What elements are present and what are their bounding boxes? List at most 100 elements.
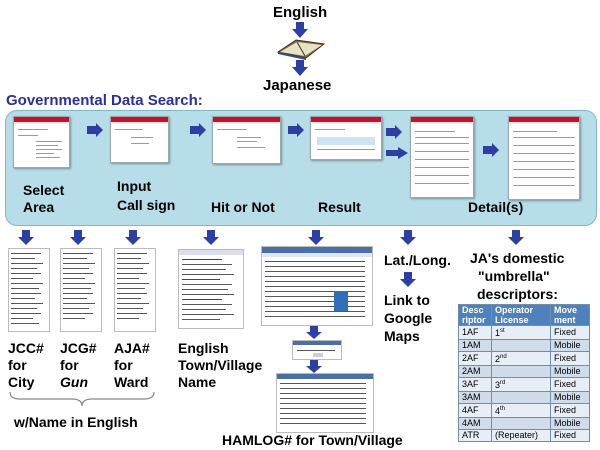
jcc-line1: JCC# bbox=[8, 340, 44, 356]
table-cell-lic: 4th bbox=[491, 403, 551, 418]
table-cell-code: 3AM bbox=[458, 391, 492, 404]
town-village-list-image bbox=[178, 249, 244, 329]
step-select-area-line1: Select bbox=[23, 182, 65, 198]
down-arrow-jcc bbox=[18, 230, 34, 245]
table-row: 4AM Mobile bbox=[458, 417, 590, 430]
table-cell-move: Mobile bbox=[550, 339, 590, 352]
hamlog-dialog-image bbox=[292, 340, 342, 360]
jcc-line2: for bbox=[8, 357, 27, 373]
town-line3: Name bbox=[178, 374, 217, 390]
table-cell-lic bbox=[491, 365, 551, 378]
umbrella-line2: "umbrella" bbox=[478, 268, 550, 284]
down-arrow-jcg bbox=[70, 230, 86, 245]
aja-list-image bbox=[114, 248, 156, 332]
jcg-line3: Gun bbox=[60, 374, 88, 390]
down-arrow-hamlog-3 bbox=[306, 360, 322, 373]
step-select-area-line2: Area bbox=[23, 199, 55, 215]
japanese-label: Japanese bbox=[263, 77, 332, 94]
right-arrow-4 bbox=[386, 125, 402, 139]
table-cell-move: Fixed bbox=[550, 351, 590, 366]
table-row: 3AM Mobile bbox=[458, 391, 590, 404]
hamlog-label: HAMLOG# for Town/Village bbox=[222, 432, 403, 448]
detail-screenshot-2 bbox=[508, 116, 580, 200]
table-cell-lic: 3rd bbox=[491, 377, 551, 392]
down-arrow-hamlog bbox=[308, 230, 324, 245]
right-arrow-2 bbox=[190, 123, 206, 137]
down-arrow-maps bbox=[400, 272, 416, 287]
down-arrow-umbrella bbox=[508, 230, 524, 245]
result-screenshot bbox=[310, 116, 382, 160]
step-input-call-line1: Input bbox=[117, 178, 152, 194]
down-arrow-latlong bbox=[400, 230, 416, 245]
step-details: Detail(s) bbox=[468, 199, 524, 215]
table-cell-move: Fixed bbox=[550, 377, 590, 392]
table-cell-move: Fixed bbox=[550, 429, 590, 442]
table-cell-code: 1AM bbox=[458, 339, 492, 352]
hamlog-result-image bbox=[276, 373, 374, 433]
umbrella-line1: JA's domestic bbox=[470, 250, 565, 266]
down-arrow-2 bbox=[292, 60, 308, 76]
jcc-line3: City bbox=[8, 374, 35, 390]
right-arrow-1 bbox=[87, 123, 103, 137]
table-row: ATR(Repeater)Fixed bbox=[458, 429, 590, 442]
table-row: 1AM Mobile bbox=[458, 339, 590, 352]
table-cell-code: ATR bbox=[458, 429, 492, 442]
table-cell-code: 4AF bbox=[458, 403, 492, 418]
table-cell-lic bbox=[491, 339, 551, 352]
english-label: English bbox=[273, 4, 328, 21]
maps-line1: Link to bbox=[384, 292, 430, 308]
detail-screenshot-1 bbox=[410, 116, 474, 198]
umbrella-line3: descriptors: bbox=[477, 286, 558, 302]
table-cell-move: Mobile bbox=[550, 417, 590, 430]
aja-line2: for bbox=[114, 357, 133, 373]
table-cell-code: 2AF bbox=[458, 351, 492, 366]
hamlog-spreadsheet-image bbox=[261, 246, 373, 326]
right-arrow-6 bbox=[483, 143, 499, 157]
town-line2: Town/Village bbox=[178, 357, 263, 373]
jcg-line1: JCG# bbox=[60, 340, 97, 356]
table-cell-lic bbox=[491, 417, 551, 430]
hit-or-not-screenshot bbox=[212, 116, 281, 164]
table-cell-lic: 1st bbox=[491, 325, 551, 340]
section-title: Governmental Data Search: bbox=[6, 92, 203, 109]
aja-line1: AJA# bbox=[114, 340, 150, 356]
jcg-list-image bbox=[60, 248, 102, 332]
aja-line3: Ward bbox=[114, 374, 149, 390]
table-cell-code: 4AM bbox=[458, 417, 492, 430]
table-cell-code: 1AF bbox=[458, 325, 492, 340]
table-cell-lic: (Repeater) bbox=[491, 429, 551, 442]
table-cell-code: 3AF bbox=[458, 377, 492, 392]
down-arrow-1 bbox=[292, 22, 308, 38]
table-cell-lic bbox=[491, 391, 551, 404]
right-arrow-3 bbox=[288, 123, 304, 137]
table-cell-move: Fixed bbox=[550, 325, 590, 340]
wname-label: w/Name in English bbox=[14, 414, 138, 430]
town-line1: English bbox=[178, 340, 229, 356]
step-hit-or-not: Hit or Not bbox=[211, 199, 275, 215]
grouping-brace bbox=[9, 391, 155, 407]
maps-line3: Maps bbox=[384, 328, 420, 344]
table-cell-move: Mobile bbox=[550, 365, 590, 378]
table-cell-move: Fixed bbox=[550, 403, 590, 418]
down-arrow-hamlog-2 bbox=[306, 326, 322, 339]
select-area-screenshot bbox=[13, 116, 70, 168]
jcg-line2: for bbox=[60, 357, 79, 373]
table-cell-move: Mobile bbox=[550, 391, 590, 404]
latlong-label: Lat./Long. bbox=[384, 252, 451, 268]
input-call-sign-screenshot bbox=[110, 116, 169, 163]
step-input-call-line2: Call sign bbox=[117, 197, 176, 213]
jcc-list-image bbox=[8, 248, 50, 332]
table-cell-code: 2AM bbox=[458, 365, 492, 378]
step-result: Result bbox=[318, 199, 361, 215]
dictionary-icon bbox=[276, 39, 326, 60]
maps-line2: Google bbox=[384, 310, 433, 326]
